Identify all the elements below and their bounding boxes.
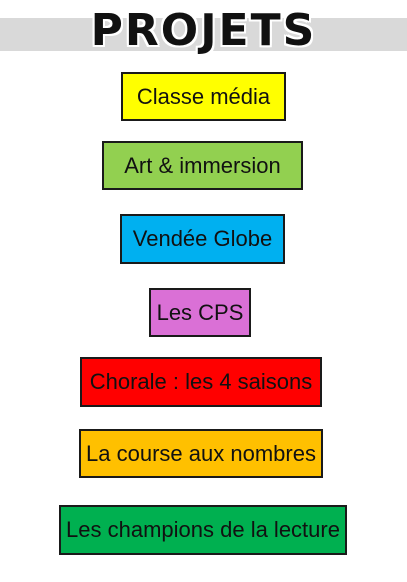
project-course-aux-nombres-button[interactable]: La course aux nombres [79,429,323,478]
page-title: PROJETS [90,5,317,56]
project-chorale-button[interactable]: Chorale : les 4 saisons [80,357,322,407]
project-les-cps-button[interactable]: Les CPS [149,288,251,337]
project-champions-lecture-button[interactable]: Les champions de la lecture [59,505,347,555]
project-classe-media-button[interactable]: Classe média [121,72,286,121]
project-art-immersion-button[interactable]: Art & immersion [102,141,303,190]
title-band [0,18,407,51]
project-vendee-globe-button[interactable]: Vendée Globe [120,214,285,264]
